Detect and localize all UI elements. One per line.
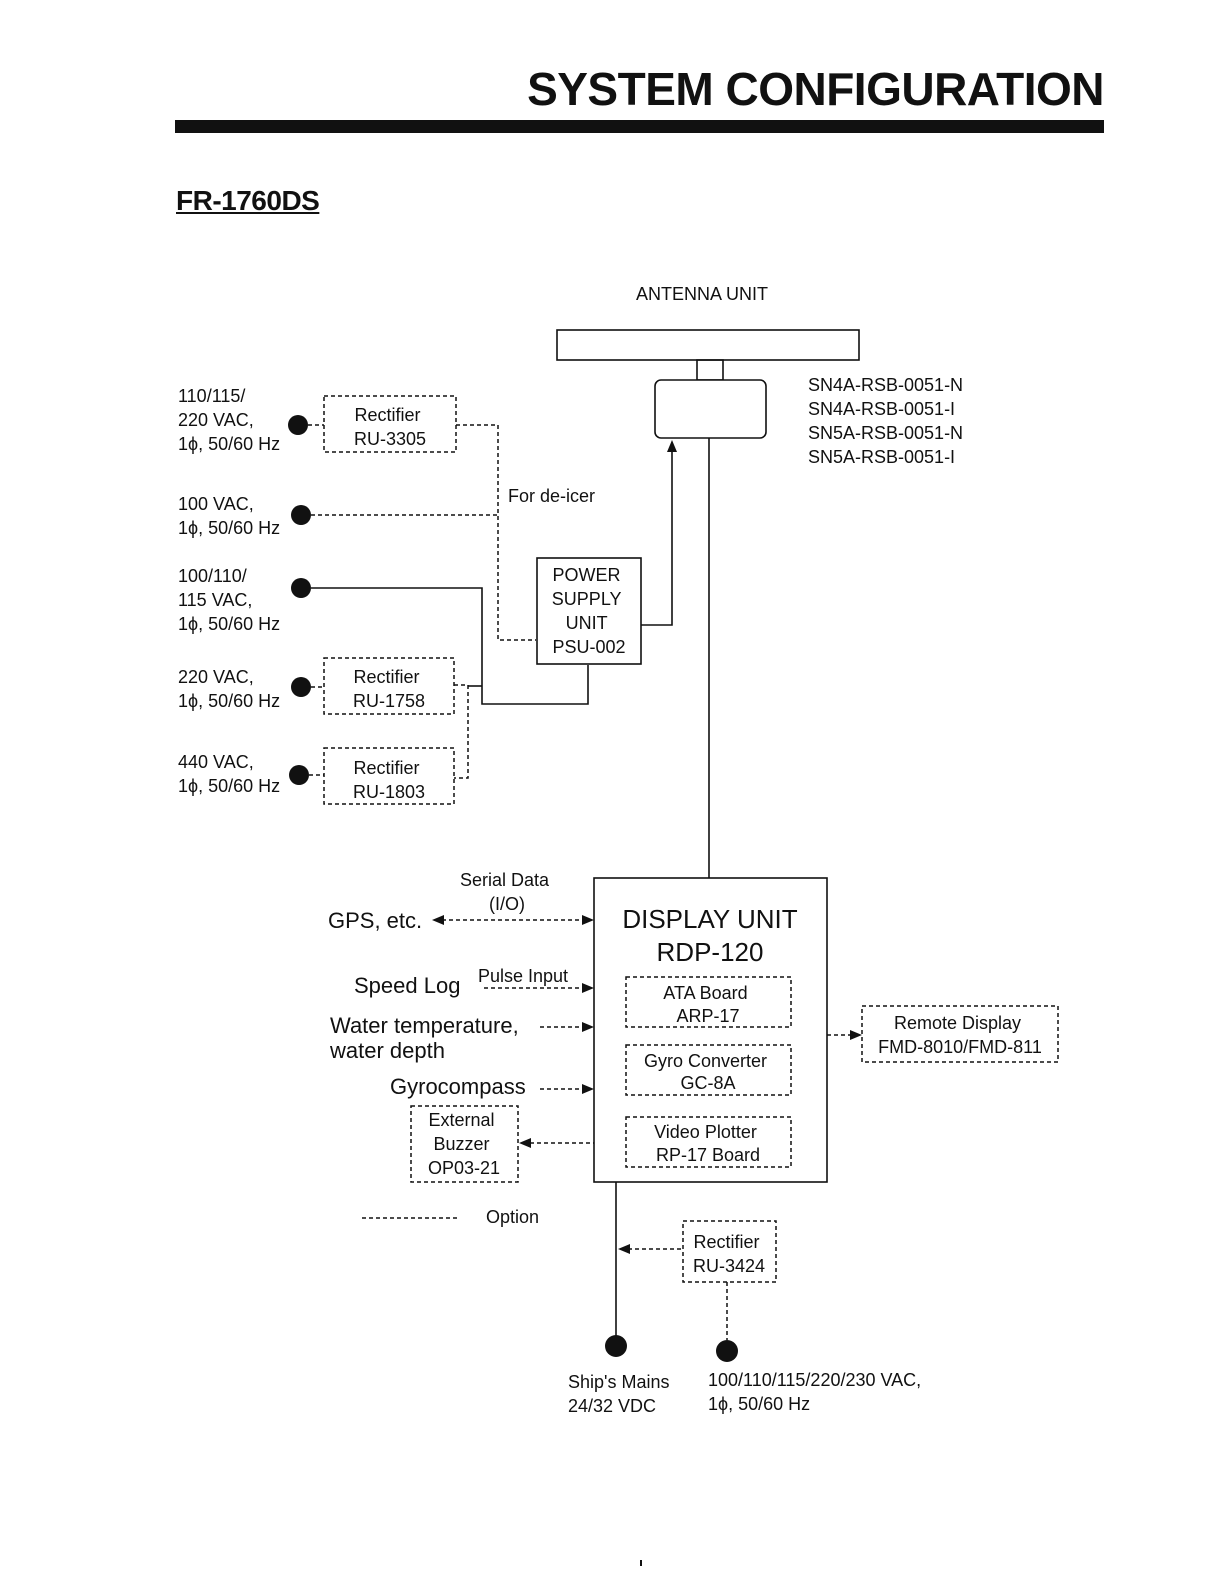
ata-board — [625, 976, 792, 1028]
external-buzzer — [410, 1105, 519, 1183]
psu-label: POWER SUPPLY UNIT PSU-002 — [552, 565, 626, 657]
display-unit-title: DISPLAY UNIT — [622, 904, 797, 934]
water-label: Water temperature, water depth — [329, 1013, 525, 1063]
source-1-label: 110/115/ 220 VAC, 1ϕ, 50/60 Hz — [178, 386, 280, 454]
pulse-input-label: Pulse Input — [478, 966, 568, 986]
source-5-terminal — [289, 765, 309, 785]
rectifier-ru1758 — [323, 657, 455, 715]
legend-option-label: Option — [486, 1207, 539, 1227]
video-plotter-label: Video Plotter RP-17 Board — [654, 1122, 762, 1165]
antenna-model-2: SN4A-RSB-0051-I — [808, 399, 955, 419]
deicer-label: For de-icer — [508, 486, 595, 506]
antenna-gearbox — [654, 379, 767, 439]
antenna-label: ANTENNA UNIT — [636, 284, 768, 304]
serial-data-label: Serial Data (I/O) — [460, 870, 554, 914]
psu-antenna-arrow — [667, 440, 677, 452]
antenna-model-1: SN4A-RSB-0051-N — [808, 375, 963, 395]
remote-display-arrow — [850, 1030, 862, 1040]
water-arrow — [582, 1022, 594, 1032]
ship-mains-label: Ship's Mains 24/32 VDC — [568, 1372, 675, 1416]
ata-board-label: ATA Board ARP-17 — [663, 983, 752, 1026]
source-4-terminal — [291, 677, 311, 697]
antenna-pedestal — [696, 359, 724, 381]
source-3-label: 100/110/ 115 VAC, 1ϕ, 50/60 Hz — [178, 566, 280, 634]
video-plotter-board — [625, 1116, 792, 1168]
display-unit-model: RDP-120 — [657, 937, 764, 967]
ac-mains-terminal — [716, 1340, 738, 1362]
remote-display — [861, 1005, 1059, 1063]
ship-mains-terminal — [605, 1335, 627, 1357]
rectifier-ru3424 — [682, 1220, 777, 1283]
ru3424-arrow — [618, 1244, 630, 1254]
rectifier-ru1803 — [323, 747, 455, 805]
antenna-model-4: SN5A-RSB-0051-I — [808, 447, 955, 467]
antenna-radiator — [556, 329, 860, 361]
page-mark — [640, 1560, 642, 1566]
source-2-label: 100 VAC, 1ϕ, 50/60 Hz — [178, 494, 280, 538]
supply-line-psu — [311, 587, 589, 705]
speed-log-label: Speed Log — [354, 973, 460, 998]
external-buzzer-label: External Buzzer OP03-21 — [428, 1110, 500, 1178]
gps-label: GPS, etc. — [328, 908, 422, 933]
rectifier-ru3424-label: Rectifier RU-3424 — [693, 1232, 765, 1276]
speed-log-arrow — [582, 983, 594, 993]
title-rule — [175, 120, 1104, 133]
gps-arrow-right — [582, 915, 594, 925]
source-5-label: 440 VAC, 1ϕ, 50/60 Hz — [178, 752, 280, 796]
psu-antenna-line — [641, 450, 673, 626]
gps-arrow-left — [432, 915, 444, 925]
rectifier-ru1803-label: Rectifier RU-1803 — [353, 758, 425, 802]
source-1-terminal — [288, 415, 308, 435]
deicer-line-a — [456, 424, 536, 641]
ac-mains-label: 100/110/115/220/230 VAC, 1ϕ, 50/60 Hz — [708, 1370, 926, 1414]
model-heading: FR-1760DS — [176, 185, 320, 216]
rectifier-ru3305-label: Rectifier RU-3305 — [354, 405, 426, 449]
gyrocompass-label: Gyrocompass — [390, 1074, 526, 1099]
gyrocompass-arrow — [582, 1084, 594, 1094]
gyro-converter-board — [625, 1044, 792, 1096]
page-title: SYSTEM CONFIGURATION — [527, 63, 1104, 115]
source-3-terminal — [291, 578, 311, 598]
buzzer-arrow — [519, 1138, 531, 1148]
rectifier-ru3305 — [323, 395, 457, 453]
source-4-label: 220 VAC, 1ϕ, 50/60 Hz — [178, 667, 280, 711]
rectifier-join — [454, 684, 469, 779]
remote-display-label: Remote Display FMD-8010/FMD-811 — [878, 1013, 1042, 1057]
source-2-terminal — [291, 505, 311, 525]
gyro-converter-label: Gyro Converter GC-8A — [644, 1051, 772, 1093]
power-supply-unit — [536, 557, 642, 665]
antenna-model-3: SN5A-RSB-0051-N — [808, 423, 963, 443]
rectifier-ru1758-label: Rectifier RU-1758 — [353, 667, 425, 711]
